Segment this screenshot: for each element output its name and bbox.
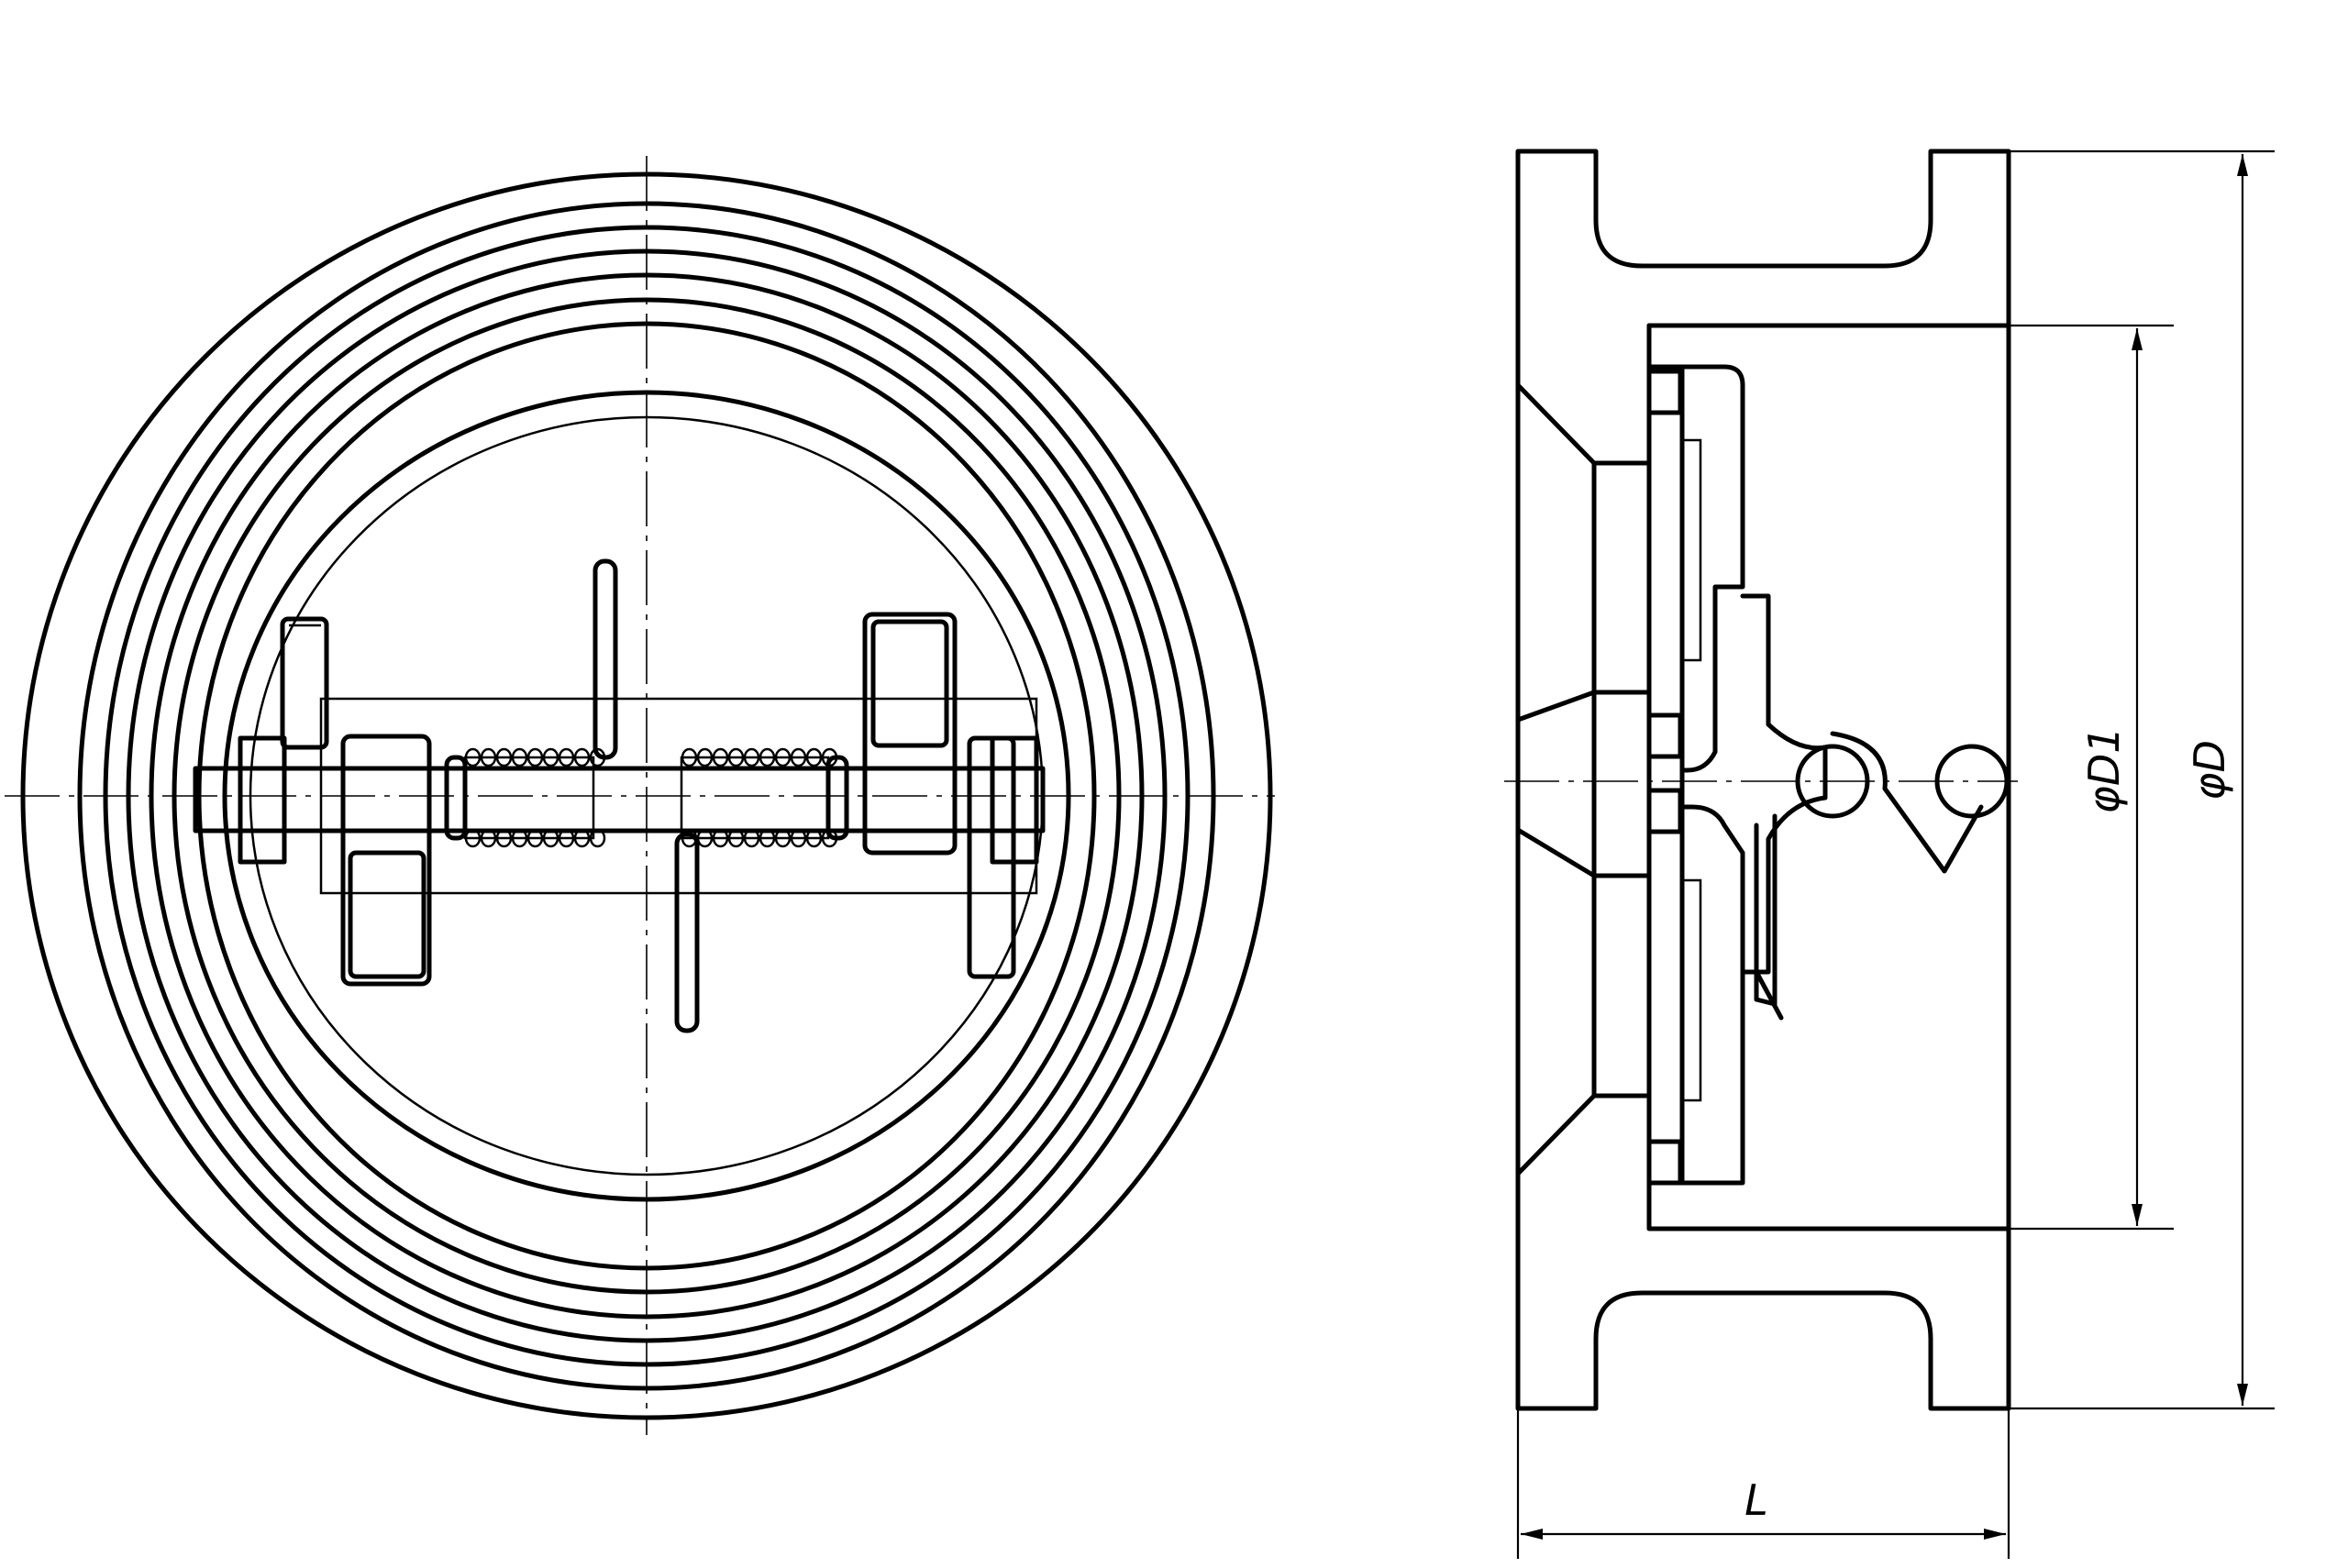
spring-coils-right bbox=[681, 747, 838, 848]
spring-coil bbox=[464, 747, 482, 767]
body-section-upper bbox=[1515, 149, 2011, 466]
spring-coil bbox=[727, 747, 745, 767]
hinge-shaft bbox=[193, 766, 1046, 834]
label-length: L bbox=[1744, 1475, 1768, 1525]
spring-coil bbox=[573, 747, 591, 767]
spring-coil bbox=[821, 747, 838, 767]
disc-face-lower bbox=[1680, 878, 1702, 1102]
spring-coil bbox=[743, 747, 760, 767]
spring-leg bbox=[1754, 813, 1778, 1007]
spring-arm-bottom bbox=[674, 832, 700, 1033]
lug-bottom-left-a bbox=[340, 734, 432, 987]
shaft-collar-left bbox=[238, 735, 287, 865]
shaft-collar-right bbox=[990, 735, 1039, 865]
label-inner-diameter: φD1 bbox=[2079, 726, 2129, 813]
spring-coil bbox=[712, 747, 729, 767]
lug-top-right-a bbox=[862, 612, 958, 856]
spring-coil bbox=[774, 747, 792, 767]
seal-top bbox=[1646, 369, 1683, 415]
seal-mid-1 bbox=[1646, 712, 1683, 759]
spring-coil bbox=[805, 747, 823, 767]
spring-coil bbox=[511, 828, 528, 848]
spring-coil bbox=[774, 828, 792, 848]
spring-coil bbox=[790, 828, 807, 848]
label-outer-diameter: φD bbox=[2185, 740, 2234, 801]
spring-coil bbox=[526, 828, 544, 848]
spring-coil bbox=[696, 747, 714, 767]
spring-coil bbox=[558, 747, 575, 767]
central-boss bbox=[1515, 690, 1652, 878]
spring-coil bbox=[542, 747, 559, 767]
spring-coil bbox=[495, 828, 513, 848]
spring-coil bbox=[589, 828, 606, 848]
spring-coil bbox=[759, 828, 776, 848]
spring-coil bbox=[759, 747, 776, 767]
spring-coil bbox=[743, 828, 760, 848]
spring-coil bbox=[790, 747, 807, 767]
spring-coil bbox=[542, 828, 559, 848]
spring-coil bbox=[526, 747, 544, 767]
spring-loop bbox=[1830, 731, 1984, 874]
spring-coil bbox=[727, 828, 745, 848]
spring-coil bbox=[480, 747, 497, 767]
disc-face-upper bbox=[1680, 438, 1702, 662]
spring-coil bbox=[464, 828, 482, 848]
spring-coil bbox=[558, 828, 575, 848]
section-view bbox=[1504, 149, 2018, 1411]
spring-coil bbox=[712, 828, 729, 848]
disc-lower bbox=[1679, 804, 1745, 1186]
lug-top-right-b bbox=[870, 619, 949, 748]
lug-top-left bbox=[280, 616, 329, 750]
spring-leg-tip bbox=[1754, 969, 1784, 1021]
spring-coil bbox=[681, 747, 698, 767]
spring-arm-top bbox=[593, 558, 618, 760]
dimension-lines: φD1 φD L bbox=[1516, 149, 2275, 1559]
spring-coil bbox=[495, 747, 513, 767]
lug-bottom-left-b bbox=[348, 850, 426, 979]
spring-coil bbox=[511, 747, 528, 767]
body-section-lower bbox=[1515, 1093, 2011, 1411]
seal-bottom bbox=[1646, 1139, 1683, 1186]
front-view bbox=[5, 156, 1275, 1435]
seat-body bbox=[1646, 364, 1685, 1186]
spring-coil bbox=[805, 828, 823, 848]
spring-coil bbox=[573, 828, 591, 848]
spring-coil bbox=[480, 828, 497, 848]
spring-coil bbox=[821, 828, 838, 848]
seal-mid-2 bbox=[1646, 788, 1683, 834]
disc-upper bbox=[1679, 364, 1745, 773]
